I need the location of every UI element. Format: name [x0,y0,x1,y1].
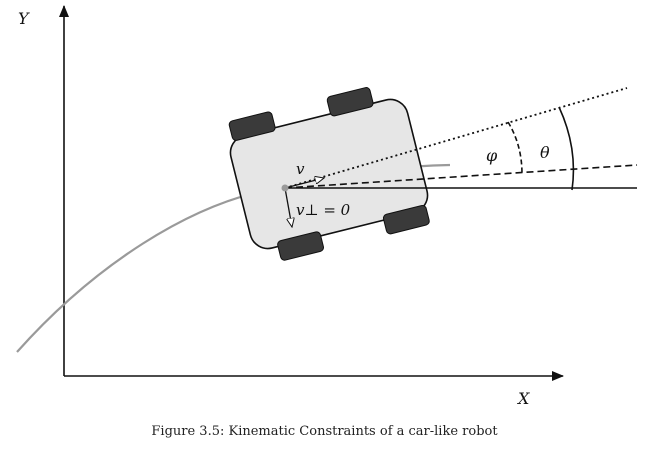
velocity-label: v [296,160,305,178]
perp-velocity-arrow [284,187,292,227]
wheel-front-top [326,87,374,117]
wheel-rear-bottom [277,231,324,261]
figure-caption: Figure 3.5: Kinematic Constraints of a c… [151,424,498,439]
x-axis-label: X [516,389,530,408]
y-axis-label: Y [18,9,30,28]
robot-body [229,98,429,250]
theta-arc [558,106,575,191]
reference-point [281,184,289,192]
wheel-front-bottom [382,204,430,235]
phi-arc [507,121,523,175]
wheel-rear-top [228,111,276,141]
steering-dotted-line [284,87,628,189]
perp-velocity-label: v⊥ = 0 [296,201,351,219]
heading-angle-label: θ [540,143,550,162]
steering-angle-label: φ [486,146,498,165]
heading-dashed-line [284,164,638,189]
car-robot [228,87,430,261]
velocity-arrow [284,178,324,189]
